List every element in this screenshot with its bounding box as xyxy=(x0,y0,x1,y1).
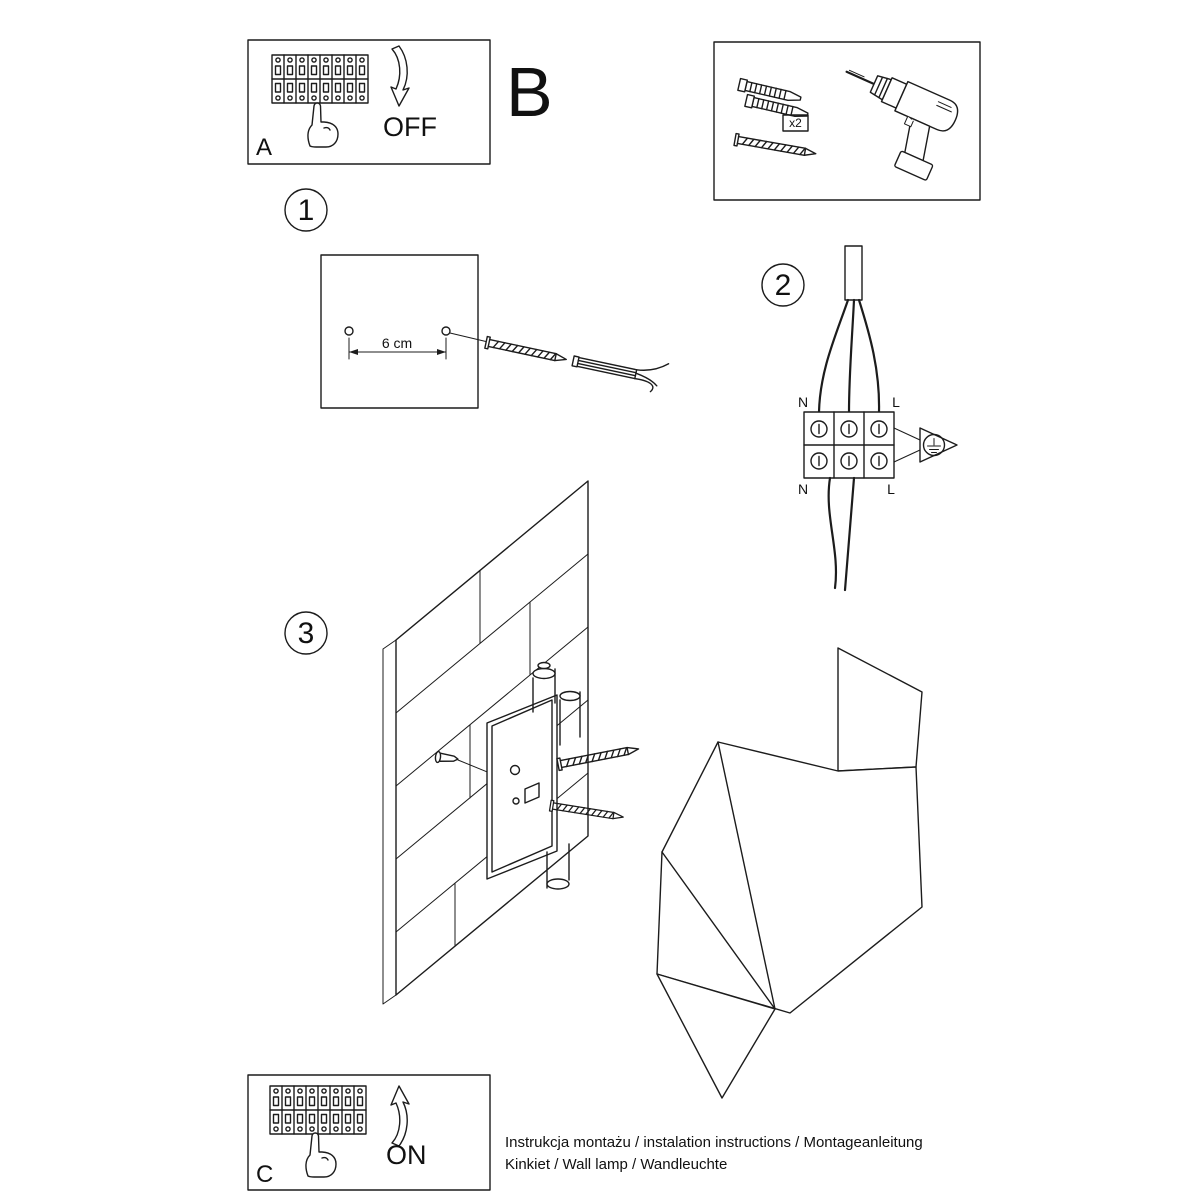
wire-right xyxy=(857,298,881,414)
footer-line-1: Instrukcja montażu / instalation instruc… xyxy=(505,1134,923,1151)
panel-a-state: OFF xyxy=(383,112,437,142)
screw-icon xyxy=(733,132,818,161)
terminal-block xyxy=(803,411,895,479)
panel-c: ON C xyxy=(247,1074,491,1191)
leader-line xyxy=(449,332,489,343)
shade-fold-lines xyxy=(661,741,776,1010)
step-2: 2 N L N L xyxy=(761,245,958,592)
step-1-badge xyxy=(284,188,328,232)
lamp-socket-top xyxy=(532,661,556,713)
screw-and-anchor-icon xyxy=(484,335,670,393)
wire-middle xyxy=(847,298,856,414)
wire-out-right xyxy=(843,476,856,592)
breaker-panel-drawing xyxy=(270,1086,366,1134)
mounting-plate-face xyxy=(320,254,479,409)
step-1-number: 1 xyxy=(298,194,315,227)
drill-hole-right xyxy=(441,326,451,336)
lampshade-drawing xyxy=(656,647,923,1099)
arrow-up-icon xyxy=(390,1085,410,1147)
earth-symbol xyxy=(893,427,958,463)
shade-bottom-facet xyxy=(656,973,776,1099)
panel-c-label: C xyxy=(256,1161,273,1188)
supply-cable xyxy=(844,245,863,301)
panel-c-state: ON xyxy=(386,1140,427,1170)
drill-hole-left xyxy=(344,326,354,336)
label-n-top: N xyxy=(798,394,808,410)
panel-b-frame xyxy=(713,41,981,201)
step-2-badge xyxy=(761,263,805,307)
bracket-clip xyxy=(524,782,540,804)
small-screw-icon xyxy=(434,750,459,764)
panel-a-label: A xyxy=(256,134,272,161)
keyhole xyxy=(509,764,521,776)
section-b-label: B xyxy=(506,53,553,131)
breaker-panel-drawing xyxy=(272,55,368,103)
wire-out-left xyxy=(827,476,838,590)
dimension-label: 6 cm xyxy=(382,335,412,351)
label-n-bottom: N xyxy=(798,481,808,497)
lamp-socket-bottom xyxy=(546,843,570,890)
footer-line-2: Kinkiet / Wall lamp / Wandleuchte xyxy=(505,1156,727,1173)
shade-top-facet xyxy=(837,647,923,772)
panel-c-frame xyxy=(247,1074,491,1191)
step-3-badge xyxy=(284,611,328,655)
label-l-top: L xyxy=(892,394,900,410)
hand-icon xyxy=(307,102,339,148)
quantity-label: x2 xyxy=(789,116,802,130)
keyhole-small xyxy=(512,797,520,805)
quantity-box xyxy=(782,114,809,132)
panel-a: OFF A xyxy=(247,39,491,165)
hand-icon xyxy=(305,1132,337,1178)
wire-left xyxy=(817,298,850,414)
step-3-number: 3 xyxy=(298,617,315,650)
mounting-bracket xyxy=(486,661,581,890)
panel-a-frame xyxy=(247,39,491,165)
footer: Instrukcja montażu / instalation instruc… xyxy=(505,1134,923,1173)
dimension-6cm: 6 cm xyxy=(348,335,447,360)
step-3: 3 xyxy=(284,480,923,1099)
panel-b: x2 xyxy=(713,41,981,201)
arrow-down-icon xyxy=(390,45,410,107)
step-2-number: 2 xyxy=(775,269,792,302)
step-1: 1 6 cm xyxy=(284,188,670,409)
drill-icon xyxy=(845,69,959,181)
shade-main-facet xyxy=(656,741,923,1014)
lamp-tube-top xyxy=(559,690,581,746)
label-l-bottom: L xyxy=(887,481,895,497)
